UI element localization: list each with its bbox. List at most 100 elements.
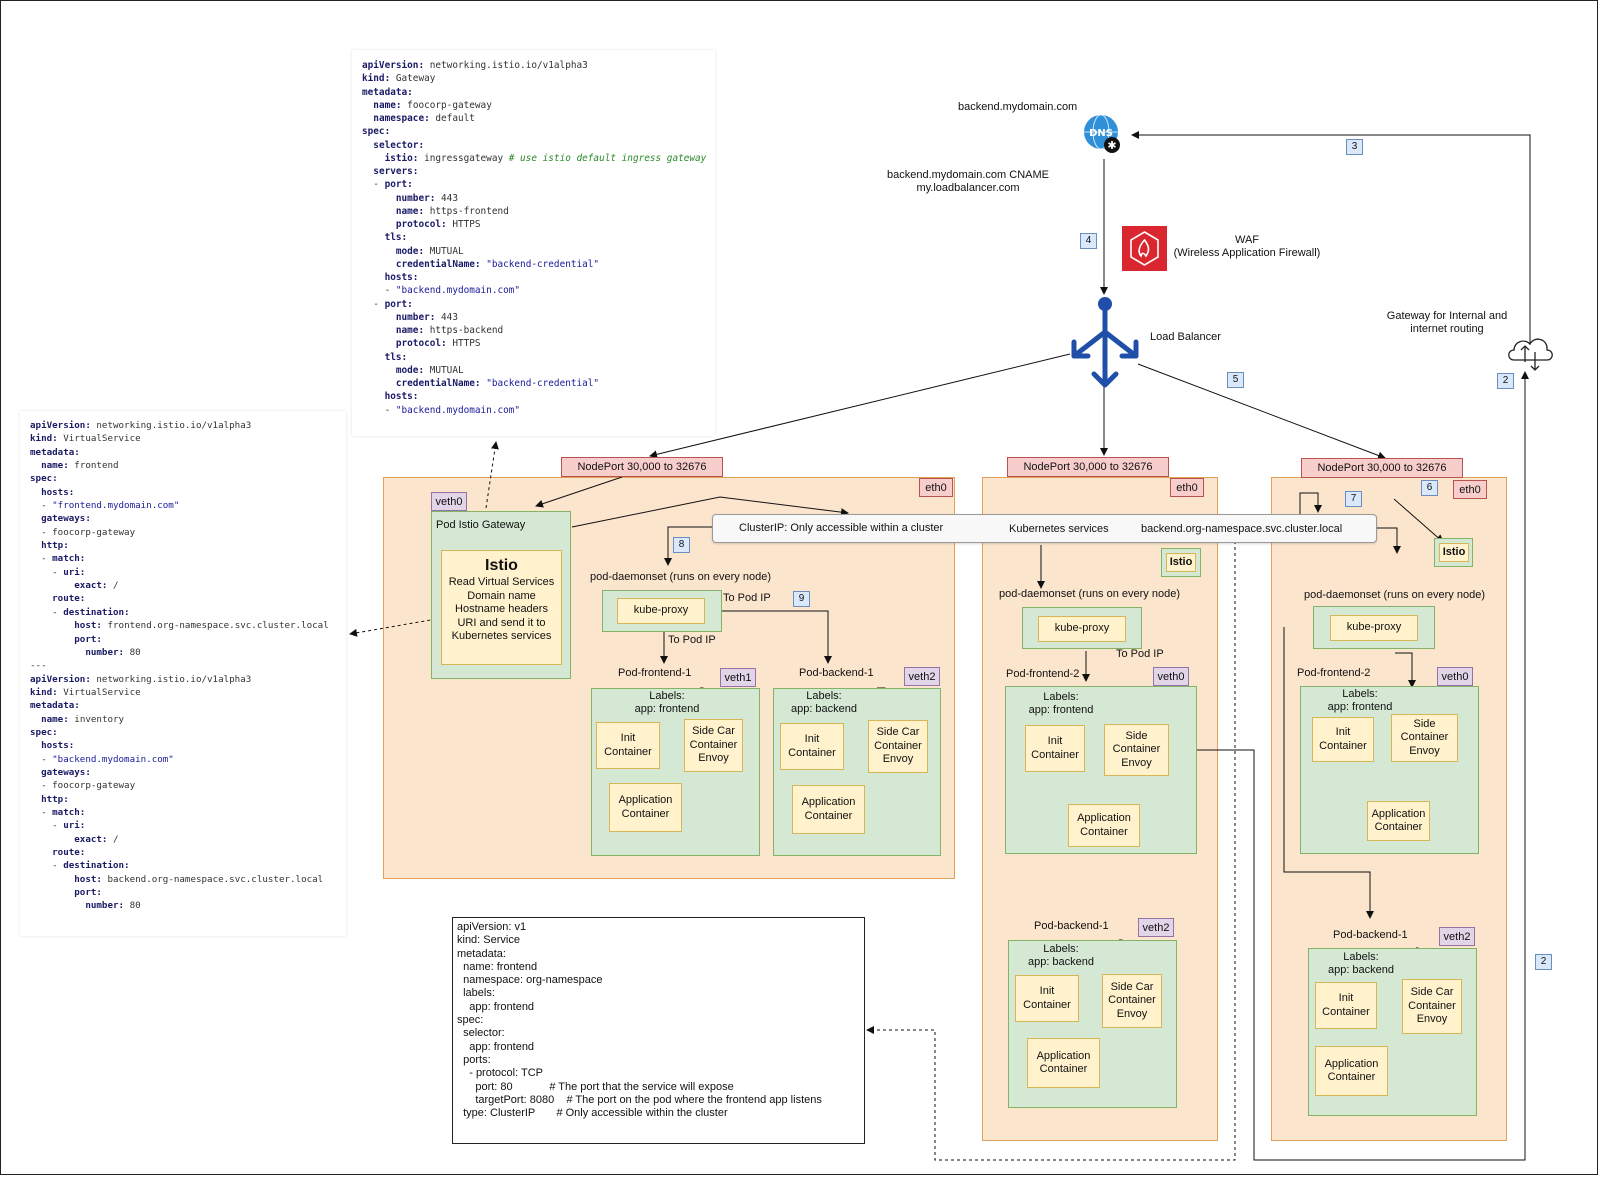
- node1-fe-labels: Labels: app: frontend: [634, 690, 700, 715]
- pod-istio-gateway: Pod Istio Gateway Istio Read Virtual Ser…: [431, 511, 571, 679]
- node2-to-pod-ip: To Pod IP: [1116, 648, 1164, 660]
- service-yaml-line: selector:: [457, 1027, 505, 1040]
- node3-istio: Istio: [1439, 543, 1469, 562]
- virtualservice-yaml-code: apiVersion: networking.istio.io/v1alpha3…: [20, 411, 346, 936]
- virtualservice-yaml-line: - match:: [30, 553, 86, 565]
- gateway-yaml-line: istio: ingressgateway # use istio defaul…: [384, 152, 707, 164]
- node2-be-labels: Labels: app: backend: [1027, 943, 1095, 968]
- load-balancer-icon: [1068, 294, 1142, 392]
- service-yaml-line: namespace: org-namespace: [457, 974, 603, 987]
- service-yaml-line: targetPort: 8080 # The port on the pod w…: [457, 1093, 822, 1106]
- gateway-yaml-line: hosts:: [384, 272, 419, 283]
- gateway-yaml-line: name: https-frontend: [395, 205, 509, 217]
- node3-be-labels: Labels: app: backend: [1327, 951, 1395, 976]
- gateway-yaml-line: selector:: [373, 139, 425, 151]
- service-yaml-line: spec:: [457, 1014, 484, 1027]
- gateway-yaml-line: namespace: default: [373, 113, 475, 124]
- service-yaml-line: kind: Service: [457, 934, 520, 947]
- node2-veth2: veth2: [1138, 918, 1174, 937]
- gateway-yaml-line: number: 443: [395, 311, 458, 323]
- istio-routing-box: Istio Read Virtual Services Domain name …: [441, 550, 562, 665]
- step-3: 3: [1346, 139, 1363, 155]
- gateway-yaml-line: metadata:: [362, 86, 413, 98]
- gateway-yaml-line: credentialName: "backend-credential": [395, 378, 600, 389]
- node2-fe-init-container: Init Container: [1025, 725, 1085, 772]
- node2-pod-frontend: Labels: app: frontend Init Container Sid…: [1005, 686, 1197, 854]
- virtualservice-yaml-line: metadata:: [30, 700, 80, 712]
- gateway-yaml-line: - port:: [362, 179, 413, 191]
- virtualservice-yaml-line: gateways:: [41, 513, 91, 525]
- virtualservice-yaml-line: name: inventory: [41, 713, 125, 725]
- node1-be-sidecar-envoy: Side Car Container Envoy: [868, 720, 928, 773]
- node1-fe-sidecar-envoy: Side Car Container Envoy: [684, 719, 743, 772]
- node2-pod-backend: Labels: app: backend Init Container Side…: [1008, 940, 1177, 1108]
- virtualservice-yaml-line: kind: VirtualService: [30, 686, 141, 698]
- node2-daemonset-label: pod-daemonset (runs on every node): [999, 588, 1180, 600]
- node2-nodeport: NodePort 30,000 to 32676: [1007, 457, 1169, 477]
- service-yaml-line: app: frontend: [457, 1000, 535, 1013]
- virtualservice-yaml-line: exact: /: [74, 580, 119, 592]
- service-yaml-line: app: frontend: [457, 1040, 535, 1053]
- service-yaml-line: type: ClusterIP # Only accessible within…: [457, 1107, 728, 1120]
- gateway-yaml-line: hosts:: [384, 391, 419, 403]
- service-yaml-line: labels:: [457, 987, 495, 1000]
- node1-be-application-container: Application Container: [792, 785, 865, 834]
- virtualservice-yaml-line: number: 80: [85, 900, 141, 912]
- gateway-yaml-line: - port:: [362, 298, 413, 310]
- virtualservice-yaml-line: apiVersion: networking.istio.io/v1alpha3: [30, 673, 252, 685]
- svg-text:DNS: DNS: [1089, 128, 1113, 139]
- step-4: 4: [1080, 233, 1097, 249]
- gateway-yaml-line: - "backend.mydomain.com": [362, 285, 521, 297]
- node1-kube-proxy-group: kube-proxy: [602, 590, 722, 632]
- gateway-yaml-line: spec:: [362, 126, 391, 138]
- cluster-services-bar: ClusterIP: Only accessible within a clus…: [712, 514, 1377, 543]
- cloud-gateway-icon: [1504, 332, 1556, 374]
- node1-daemonset-label: pod-daemonset (runs on every node): [590, 571, 771, 583]
- gateway-yaml-line: tls:: [384, 232, 408, 244]
- node1-to-pod-ip-b: To Pod IP: [668, 634, 716, 646]
- gateway-yaml-line: credentialName: "backend-credential": [395, 258, 600, 270]
- service-yaml-line: apiVersion: v1: [457, 921, 527, 933]
- gateway-yaml-line: protocol: HTTPS: [395, 338, 481, 350]
- svg-text:✱: ✱: [1107, 139, 1116, 152]
- virtualservice-yaml-line: spec:: [30, 726, 58, 738]
- gateway-yaml-line: name: https-backend: [395, 325, 504, 336]
- node3-fe-sidecar-envoy: Side Container Envoy: [1391, 714, 1458, 762]
- node2-istio-group: Istio: [1161, 548, 1201, 577]
- node3-eth0: eth0: [1453, 480, 1487, 499]
- node2-veth0: veth0: [1153, 667, 1189, 686]
- node2-fe-sidecar-envoy: Side Container Envoy: [1104, 724, 1169, 776]
- node2-be-sidecar-envoy: Side Car Container Envoy: [1102, 974, 1162, 1028]
- gateway-yaml-line: - "backend.mydomain.com": [362, 404, 521, 416]
- gateway-yaml-line: mode: MUTUAL: [395, 245, 464, 257]
- gateway-yaml-line: mode: MUTUAL: [395, 364, 464, 376]
- step-2-bottom: 2: [1535, 954, 1552, 970]
- node2-be-application-container: Application Container: [1027, 1038, 1100, 1088]
- node3-nodeport: NodePort 30,000 to 32676: [1301, 458, 1463, 478]
- virtualservice-yaml-line: - destination:: [30, 606, 130, 618]
- node3-fe-labels: Labels: app: frontend: [1327, 688, 1393, 713]
- node3-kube-proxy-group: kube-proxy: [1313, 606, 1435, 649]
- gateway-yaml-line: kind: Gateway: [362, 73, 436, 85]
- step-6: 6: [1421, 480, 1438, 496]
- node3-pod-backend: Labels: app: backend Init Container Side…: [1308, 948, 1477, 1116]
- virtualservice-yaml-line: - foocorp-gateway: [30, 526, 136, 538]
- node1-kube-proxy: kube-proxy: [617, 598, 705, 624]
- node3-pod-backend-label: Pod-backend-1: [1333, 929, 1408, 941]
- dns-hostname: backend.mydomain.com: [958, 101, 1078, 113]
- node1-be-labels: Labels: app: backend: [790, 690, 858, 715]
- node3-be-init-container: Init Container: [1315, 982, 1377, 1029]
- node2-kube-proxy-group: kube-proxy: [1022, 607, 1142, 649]
- step-7: 7: [1345, 491, 1362, 507]
- node1-to-pod-ip-a: To Pod IP: [723, 592, 771, 604]
- node3-be-sidecar-envoy: Side Car Container Envoy: [1402, 979, 1462, 1034]
- node3-veth0: veth0: [1437, 667, 1473, 686]
- virtualservice-yaml-line: - destination:: [30, 860, 130, 872]
- node2-pod-backend-label: Pod-backend-1: [1034, 920, 1109, 932]
- virtualservice-yaml-line: - "backend.mydomain.com": [30, 753, 174, 765]
- node1-pod-backend: Labels: app: backend Init Container Side…: [773, 688, 941, 856]
- service-yaml-line: metadata:: [457, 947, 506, 960]
- pod-istio-gateway-label: Pod Istio Gateway: [436, 519, 526, 531]
- virtualservice-yaml-line: kind: VirtualService: [30, 433, 141, 445]
